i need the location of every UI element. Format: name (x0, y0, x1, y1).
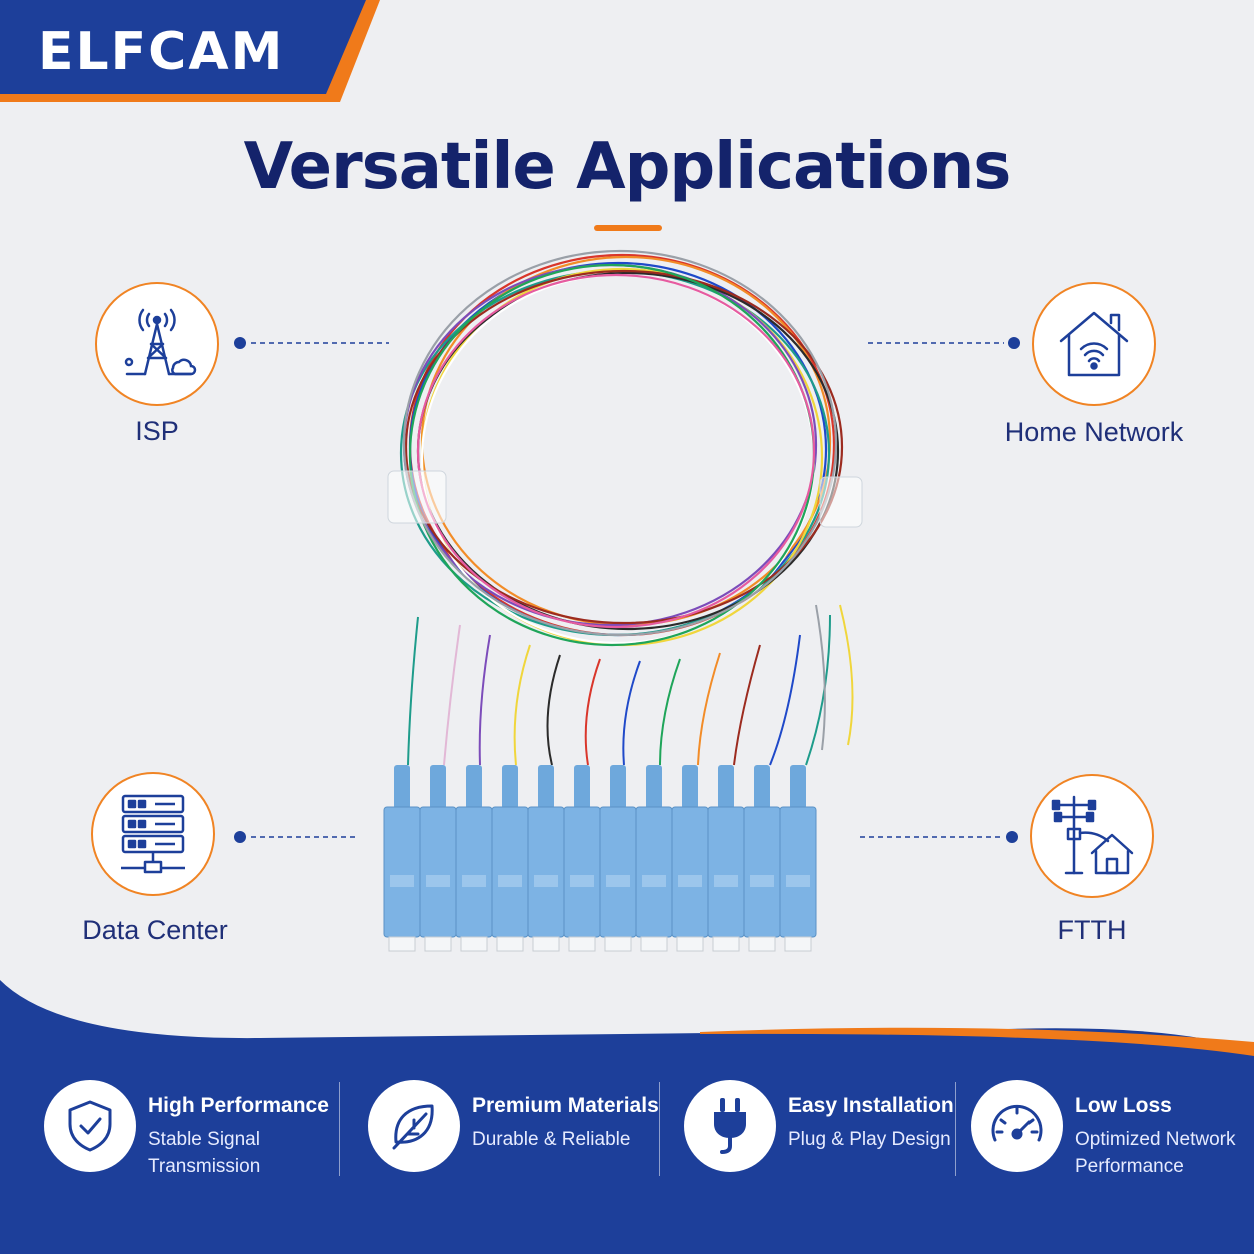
feature-title: High Performance (148, 1094, 329, 1117)
feature-low-loss: Low Loss Optimized Network Performance (971, 1080, 1241, 1180)
data-center-connector (234, 831, 355, 843)
gauge-icon (991, 1104, 1043, 1142)
feature-desc: Durable & Reliable (472, 1129, 631, 1150)
app-label-ftth: FTTH (1057, 915, 1127, 945)
fiber-pigtail-bundle-image (383, 249, 863, 952)
feature-title: Low Loss (1075, 1094, 1172, 1117)
plug-icon (714, 1098, 746, 1154)
feature-title: Easy Installation (788, 1094, 954, 1117)
home-network-connector (868, 337, 1020, 349)
feature-divider (339, 1082, 340, 1176)
feature-icon-circle (44, 1080, 136, 1172)
cell-tower-icon (124, 308, 197, 376)
feature-premium-materials: Premium Materials Durable & Reliable (368, 1080, 659, 1180)
leaf-icon (392, 1104, 434, 1150)
isp-icon-circle (95, 282, 219, 406)
feature-desc: Plug & Play Design (788, 1129, 951, 1150)
feature-divider (659, 1082, 660, 1176)
server-rack-icon (121, 794, 185, 874)
feature-icon-circle (971, 1080, 1063, 1172)
home-wifi-icon (1059, 311, 1129, 377)
isp-connector (234, 337, 389, 349)
app-label-home-network: Home Network (1004, 417, 1184, 447)
app-label-isp: ISP (135, 416, 179, 446)
feature-desc: Optimized Network Performance (1075, 1129, 1236, 1177)
data-center-icon-circle (91, 772, 215, 896)
brand-banner (0, 0, 380, 102)
sc-connectors (383, 765, 817, 952)
feature-title: Premium Materials (472, 1094, 659, 1117)
page-title: Versatile Applications (243, 130, 1012, 204)
fiber-leads (407, 604, 854, 766)
brand-logo: ELFCAM (38, 22, 285, 82)
ftth-connector (860, 831, 1018, 843)
feature-icon-circle (684, 1080, 776, 1172)
home-network-icon-circle (1032, 282, 1156, 406)
title-underline (594, 225, 662, 231)
feature-desc: Stable Signal Transmission (148, 1129, 261, 1177)
fiber-coils (399, 249, 844, 647)
feature-high-performance: High Performance Stable Signal Transmiss… (44, 1080, 334, 1180)
feature-easy-installation: Easy Installation Plug & Play Design (684, 1080, 954, 1180)
shield-check-icon (68, 1100, 112, 1152)
footer-wave-background (0, 980, 1254, 1254)
feature-icon-circle (368, 1080, 460, 1172)
app-label-data-center: Data Center (82, 915, 228, 945)
utility-pole-house-icon (1051, 795, 1134, 875)
ftth-icon-circle (1030, 774, 1154, 898)
feature-divider (955, 1082, 956, 1176)
